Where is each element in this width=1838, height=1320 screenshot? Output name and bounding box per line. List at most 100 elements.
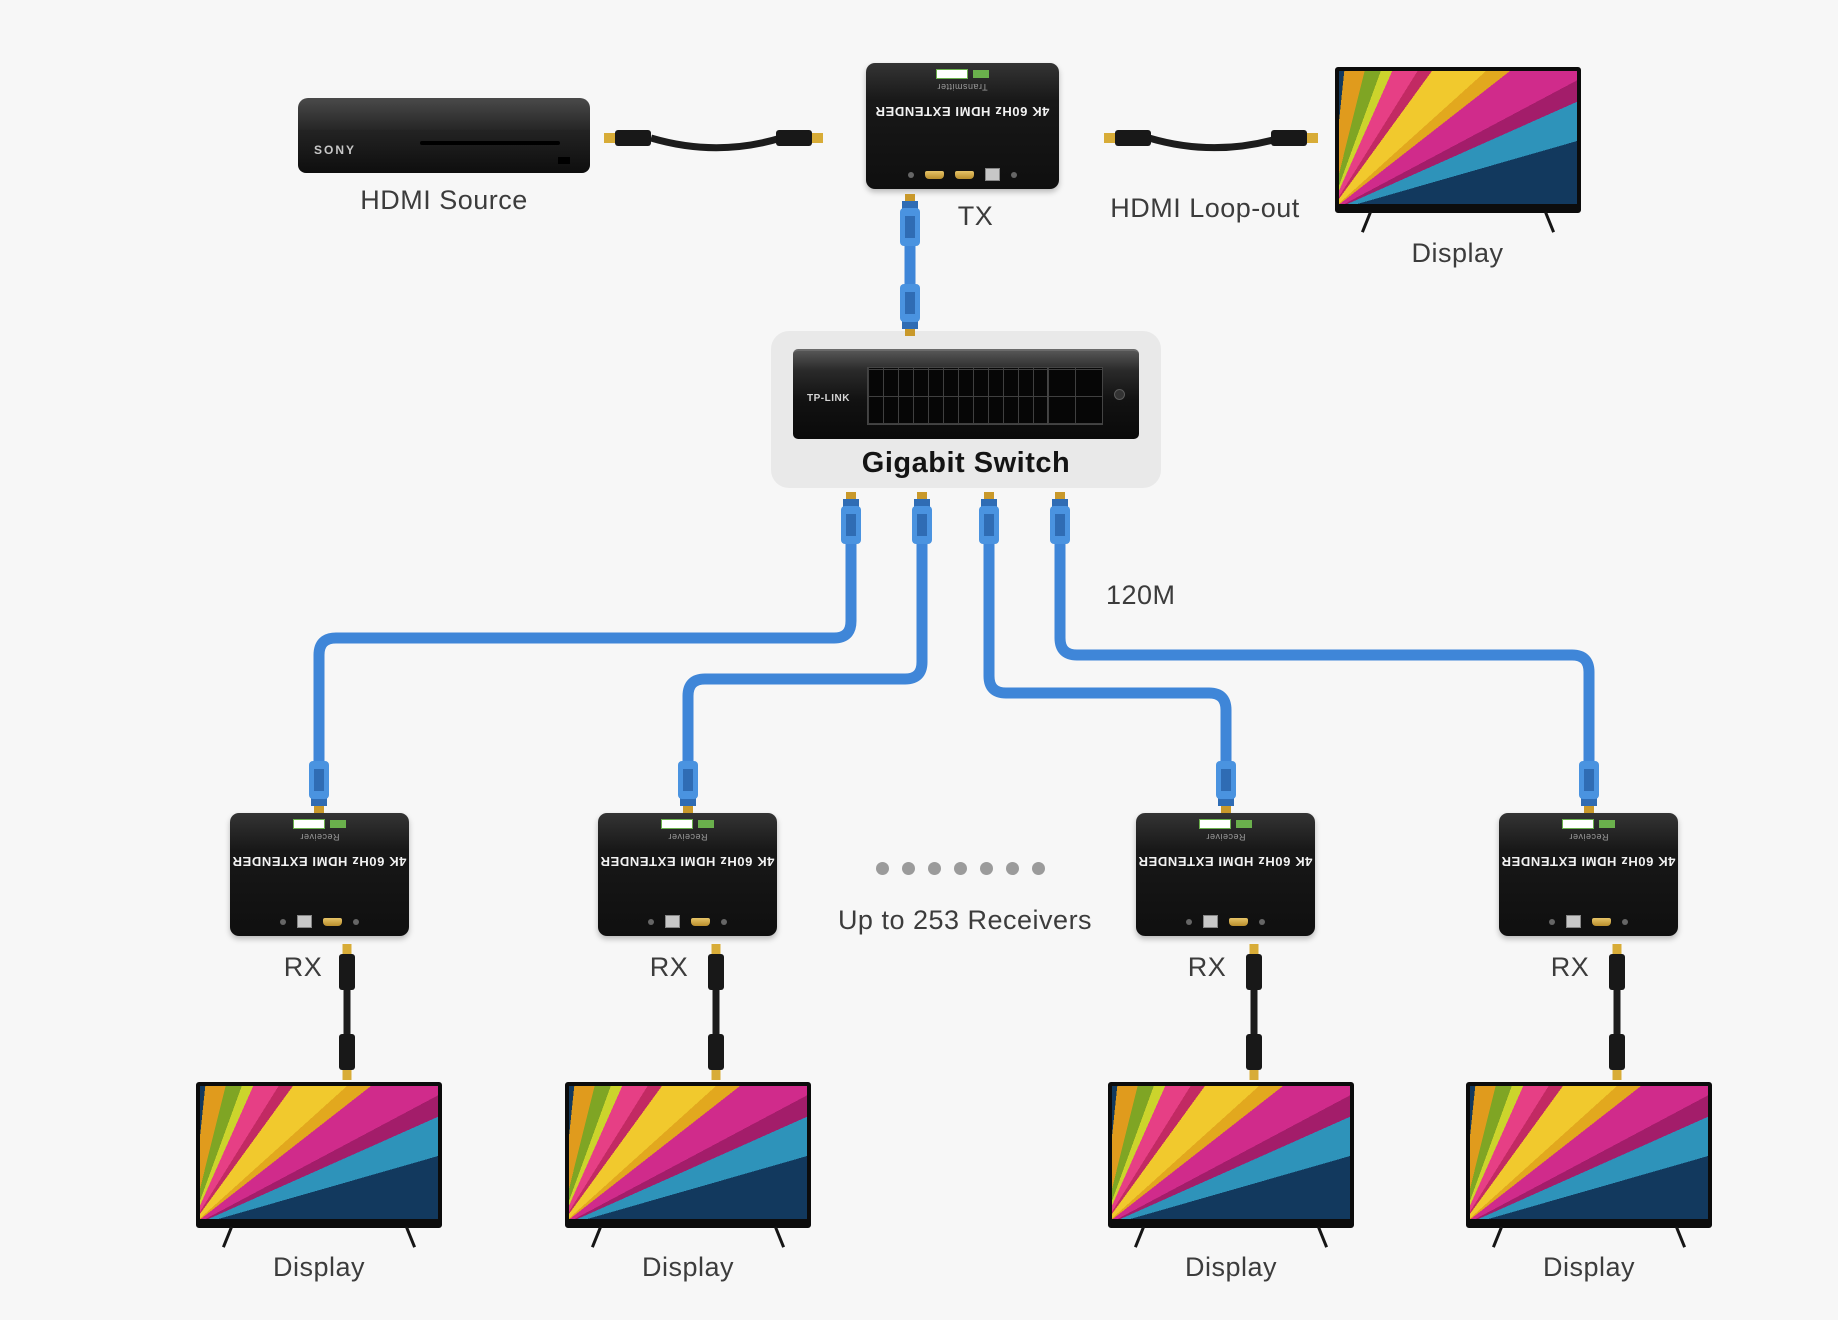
- rx-ports-row: [1186, 915, 1265, 928]
- hdmi-connector-icon: [1246, 1034, 1262, 1080]
- ir-port-icon: [1186, 918, 1192, 925]
- rx-extender-1: Receiver 4K 60Hz HDMI EXTENDER: [230, 813, 409, 936]
- tv-frame: [565, 1082, 811, 1228]
- tv-screen: [1339, 71, 1577, 204]
- rj45-connector-icon: [979, 492, 999, 544]
- rj45-connector-icon: [678, 761, 698, 813]
- dc-port-icon: [1011, 171, 1017, 178]
- tv-screen: [569, 1086, 807, 1219]
- tv-leg: [1133, 1226, 1146, 1248]
- badge-icon: [936, 69, 968, 79]
- rj45-connector-icon: [841, 492, 861, 544]
- badge-icon: [698, 820, 714, 828]
- rx-label-2: RX: [649, 952, 689, 982]
- rj45-connector-icon: [1579, 761, 1599, 813]
- certification-badges: [661, 819, 714, 829]
- dot-icon: [1006, 862, 1019, 875]
- switch-brand-logo: TP-LINK: [807, 393, 850, 404]
- rj45-connector-icon: [1216, 761, 1236, 813]
- tx-ports-row: [908, 168, 1017, 181]
- tv-frame: [1466, 1082, 1712, 1228]
- rj45-port-icon: [1203, 915, 1218, 928]
- hdmi-connector-icon: [1271, 130, 1318, 146]
- usb-port: [558, 157, 570, 164]
- rj45-port-icon: [1566, 915, 1581, 928]
- tv-screen: [200, 1086, 438, 1219]
- hdmi-out-port-icon: [955, 170, 974, 179]
- hdmi-out-port-icon: [1592, 917, 1611, 926]
- rj45-port-icon: [665, 915, 680, 928]
- tv-leg: [590, 1226, 603, 1248]
- rx-label-1: RX: [283, 952, 323, 982]
- rj45-connector-icon: [900, 284, 920, 336]
- rx-extender-subtitle: Receiver: [1205, 832, 1246, 842]
- hdmi-out-port-icon: [1229, 917, 1248, 926]
- hdmi-connector-icon: [339, 1034, 355, 1080]
- rx-extender-4: Receiver 4K 60Hz HDMI EXTENDER: [1499, 813, 1678, 936]
- ethernet-cables: [313, 242, 1595, 766]
- badge-icon: [293, 819, 325, 829]
- ir-port-icon: [280, 918, 286, 925]
- loopout-display-tv: [1335, 67, 1581, 233]
- distance-label: 120M: [1106, 580, 1176, 610]
- dc-port-icon: [353, 918, 359, 925]
- rx-extender-3: Receiver 4K 60Hz HDMI EXTENDER: [1136, 813, 1315, 936]
- ir-port-icon: [1549, 918, 1555, 925]
- ethernet-connectors: [309, 194, 1599, 813]
- rj45-connector-icon: [309, 761, 329, 813]
- tv-leg: [404, 1226, 417, 1248]
- gigabit-switch-label: Gigabit Switch: [861, 447, 1071, 479]
- badge-icon: [1599, 820, 1615, 828]
- hdmi-connector-icon: [604, 130, 651, 146]
- dot-icon: [876, 862, 889, 875]
- hdmi-connectors: [339, 130, 1625, 1080]
- hdmi-cable-tx-display: [1148, 134, 1281, 152]
- badge-icon: [661, 819, 693, 829]
- ethernet-cable-switch-rx3: [983, 540, 1232, 766]
- rj45-connector-icon: [900, 194, 920, 246]
- hdmi-loopout-label: HDMI Loop-out: [1110, 193, 1300, 223]
- tx-extender-title: 4K 60Hz HDMI EXTENDER: [875, 104, 1050, 119]
- gigabit-switch-device: TP-LINK: [793, 349, 1139, 439]
- hdmi-in-port-icon: [925, 170, 944, 179]
- rx-extender-subtitle: Receiver: [1568, 832, 1609, 842]
- dot-icon: [1032, 862, 1045, 875]
- ethernet-cable-switch-rx1: [313, 540, 857, 766]
- ethernet-cable-switch-rx2: [682, 540, 928, 766]
- hdmi-source-label: HDMI Source: [360, 185, 528, 215]
- certification-badges: [1199, 819, 1252, 829]
- hdmi-connector-icon: [1609, 944, 1625, 990]
- player-top-face: [298, 98, 590, 130]
- rx-ports-row: [1549, 915, 1628, 928]
- display-tv-2: [565, 1082, 811, 1248]
- gigabit-switch-panel: TP-LINK Gigabit Switch: [771, 331, 1161, 488]
- rx-extender-title: 4K 60Hz HDMI EXTENDER: [232, 854, 407, 869]
- display-label-3: Display: [1184, 1252, 1278, 1282]
- tv-frame: [1335, 67, 1581, 213]
- display-tv-4: [1466, 1082, 1712, 1248]
- rx-extender-subtitle: Receiver: [299, 832, 340, 842]
- badge-icon: [1199, 819, 1231, 829]
- hdmi-connector-icon: [776, 130, 823, 146]
- rx-extender-title: 4K 60Hz HDMI EXTENDER: [1138, 854, 1313, 869]
- certification-badges: [936, 69, 989, 79]
- dot-icon: [902, 862, 915, 875]
- rx-extender-title: 4K 60Hz HDMI EXTENDER: [1501, 854, 1676, 869]
- rj45-port-icon: [297, 915, 312, 928]
- tv-frame: [196, 1082, 442, 1228]
- player-front-face: SONY: [298, 130, 590, 173]
- rx-extender-2: Receiver 4K 60Hz HDMI EXTENDER: [598, 813, 777, 936]
- rj45-connector-icon: [1050, 492, 1070, 544]
- rj45-connector-icon: [912, 492, 932, 544]
- display-tv-3: [1108, 1082, 1354, 1248]
- certification-badges: [293, 819, 346, 829]
- dot-icon: [980, 862, 993, 875]
- ir-port-icon: [908, 171, 914, 178]
- dot-icon: [954, 862, 967, 875]
- dot-icon: [928, 862, 941, 875]
- tx-extender-subtitle: Transmitter: [937, 82, 988, 92]
- switch-port-grid: [867, 367, 1055, 425]
- certification-badges: [1562, 819, 1615, 829]
- disc-slot: [420, 141, 560, 145]
